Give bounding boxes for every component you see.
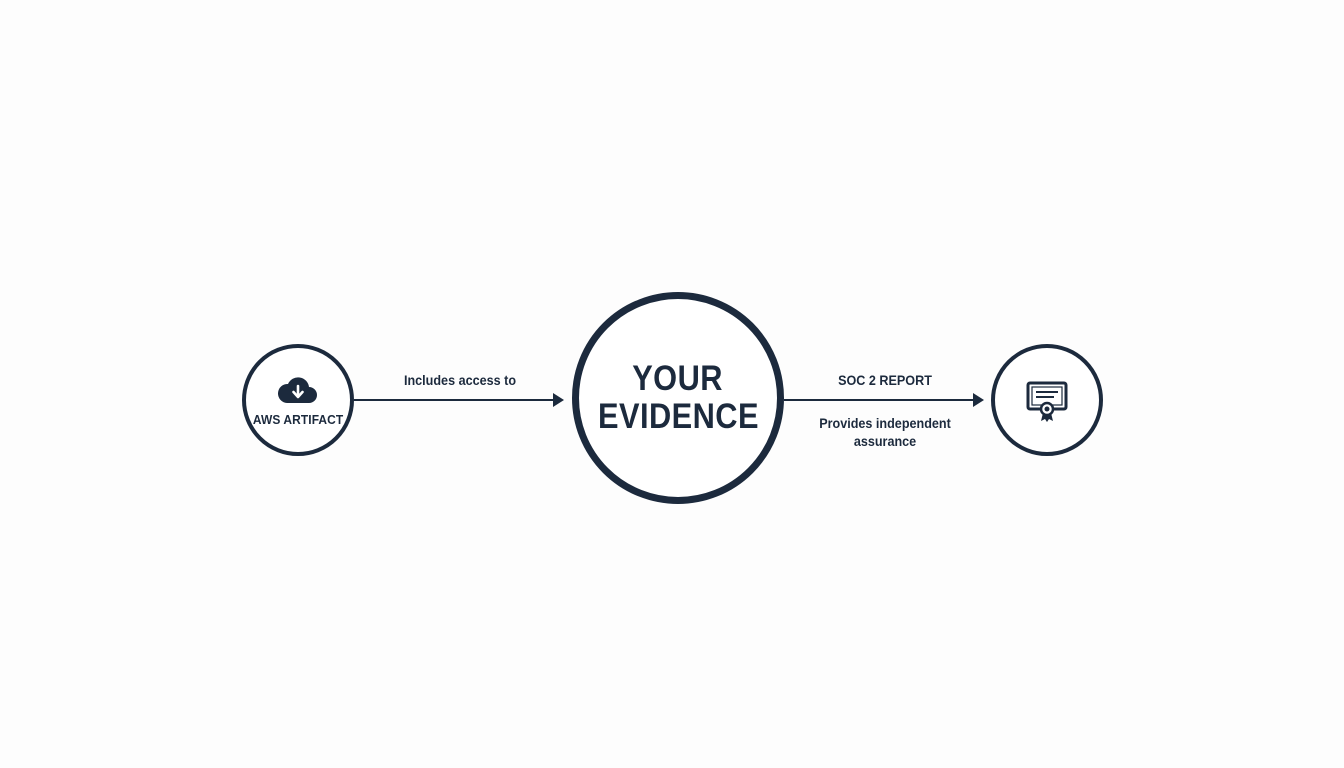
- certificate-node: [991, 344, 1103, 456]
- your-evidence-node: YOUR EVIDENCE: [572, 292, 784, 504]
- edge-label-includes: Includes access to: [403, 372, 517, 388]
- center-title-line-1: YOUR: [632, 359, 724, 398]
- aws-artifact-node: AWS ARTIFACT: [242, 344, 354, 456]
- certificate-icon: [1026, 381, 1068, 422]
- cloud-download-icon: [277, 376, 317, 403]
- arrow-evidence-to-report: [784, 393, 984, 407]
- edge-sublabel-assurance: Provides independent assurance: [819, 415, 951, 449]
- edge-label-soc2-report: SOC 2 REPORT: [838, 372, 932, 388]
- arrow-artifact-to-evidence: [354, 393, 564, 407]
- center-title-line-2: EVIDENCE: [597, 397, 759, 436]
- aws-artifact-label: AWS ARTIFACT: [252, 411, 344, 427]
